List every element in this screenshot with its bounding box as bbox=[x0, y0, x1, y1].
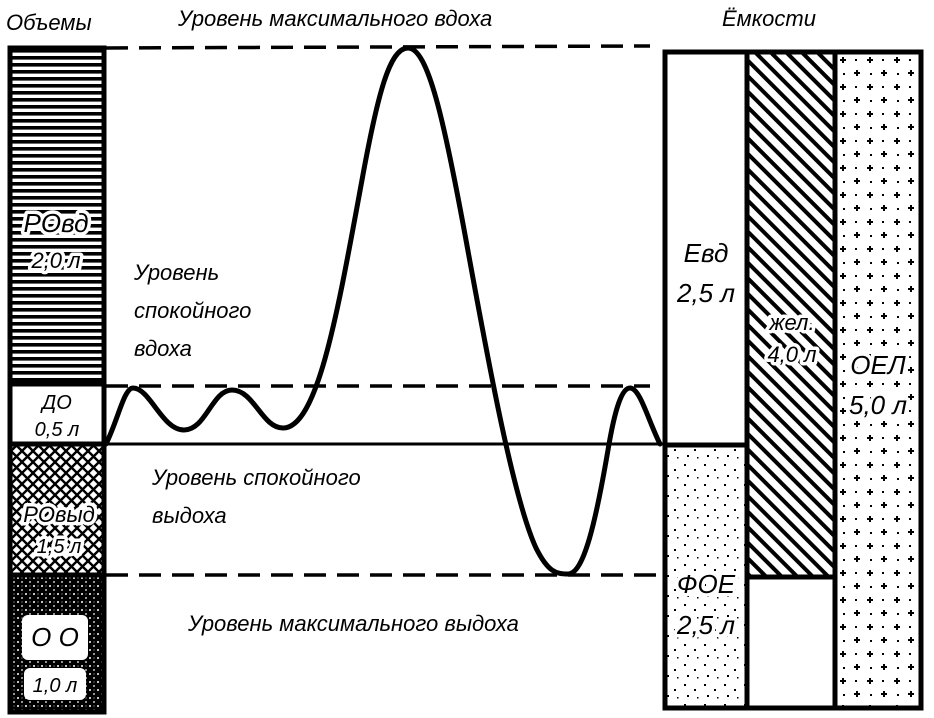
capacities-frame bbox=[662, 49, 924, 711]
rovd-value: 2,0 л bbox=[30, 248, 80, 273]
foe-label: ФОЕ bbox=[677, 569, 736, 599]
residual-gap-block bbox=[747, 578, 835, 708]
rovyd-value: 1,5 л bbox=[37, 536, 82, 558]
volumes-heading: Объемы bbox=[6, 10, 92, 35]
oel-label: ОЕЛ bbox=[850, 350, 906, 380]
evd-value: 2,5 л bbox=[676, 278, 735, 308]
oo-value-bg bbox=[24, 668, 86, 700]
evd-block bbox=[665, 52, 747, 444]
oo-value: 1,0 л bbox=[33, 675, 78, 697]
do-value: 0,5 л bbox=[35, 419, 80, 441]
foe-value: 2,5 л bbox=[676, 610, 735, 640]
max-inhale-line bbox=[105, 44, 651, 50]
oel-value: 5,0 л bbox=[849, 390, 907, 420]
rovyd-label: РОвыд bbox=[23, 502, 95, 527]
capacities-heading: Ёмкости bbox=[722, 6, 816, 31]
zhel-label: жел. bbox=[768, 310, 814, 335]
rovd-label: РОвд bbox=[24, 208, 89, 238]
oo-label: О О bbox=[31, 622, 79, 652]
max-exhale-level-label: Уровень максимального выдоха bbox=[187, 611, 519, 636]
calm-exhale-label-line1: Уровень спокойного bbox=[151, 465, 361, 490]
spirogram-curve bbox=[103, 45, 663, 577]
evd-label: Евд bbox=[684, 238, 729, 268]
calm-inhale-label-line3: вдоха bbox=[134, 336, 192, 361]
calm-inhale-label-line1: Уровень bbox=[133, 260, 219, 285]
capacities-columns bbox=[662, 49, 924, 711]
do-block bbox=[10, 386, 104, 443]
do-label: ДО bbox=[40, 392, 72, 414]
calm-inhale-label-line2: спокойного bbox=[134, 298, 251, 323]
oel-block bbox=[835, 52, 921, 708]
max-inhale-level-label: Уровень максимального вдоха bbox=[177, 6, 492, 31]
foe-block bbox=[665, 446, 747, 708]
rovd-block bbox=[10, 48, 104, 383]
calm-exhale-label-line2: выдоха bbox=[152, 503, 227, 528]
volumes-column bbox=[7, 45, 107, 715]
zhel-block bbox=[747, 52, 835, 576]
oo-label-bg bbox=[22, 615, 88, 660]
zhel-value: 4,0 л bbox=[767, 342, 816, 367]
volumes-frame bbox=[7, 45, 107, 715]
rovyd-block bbox=[10, 446, 104, 574]
